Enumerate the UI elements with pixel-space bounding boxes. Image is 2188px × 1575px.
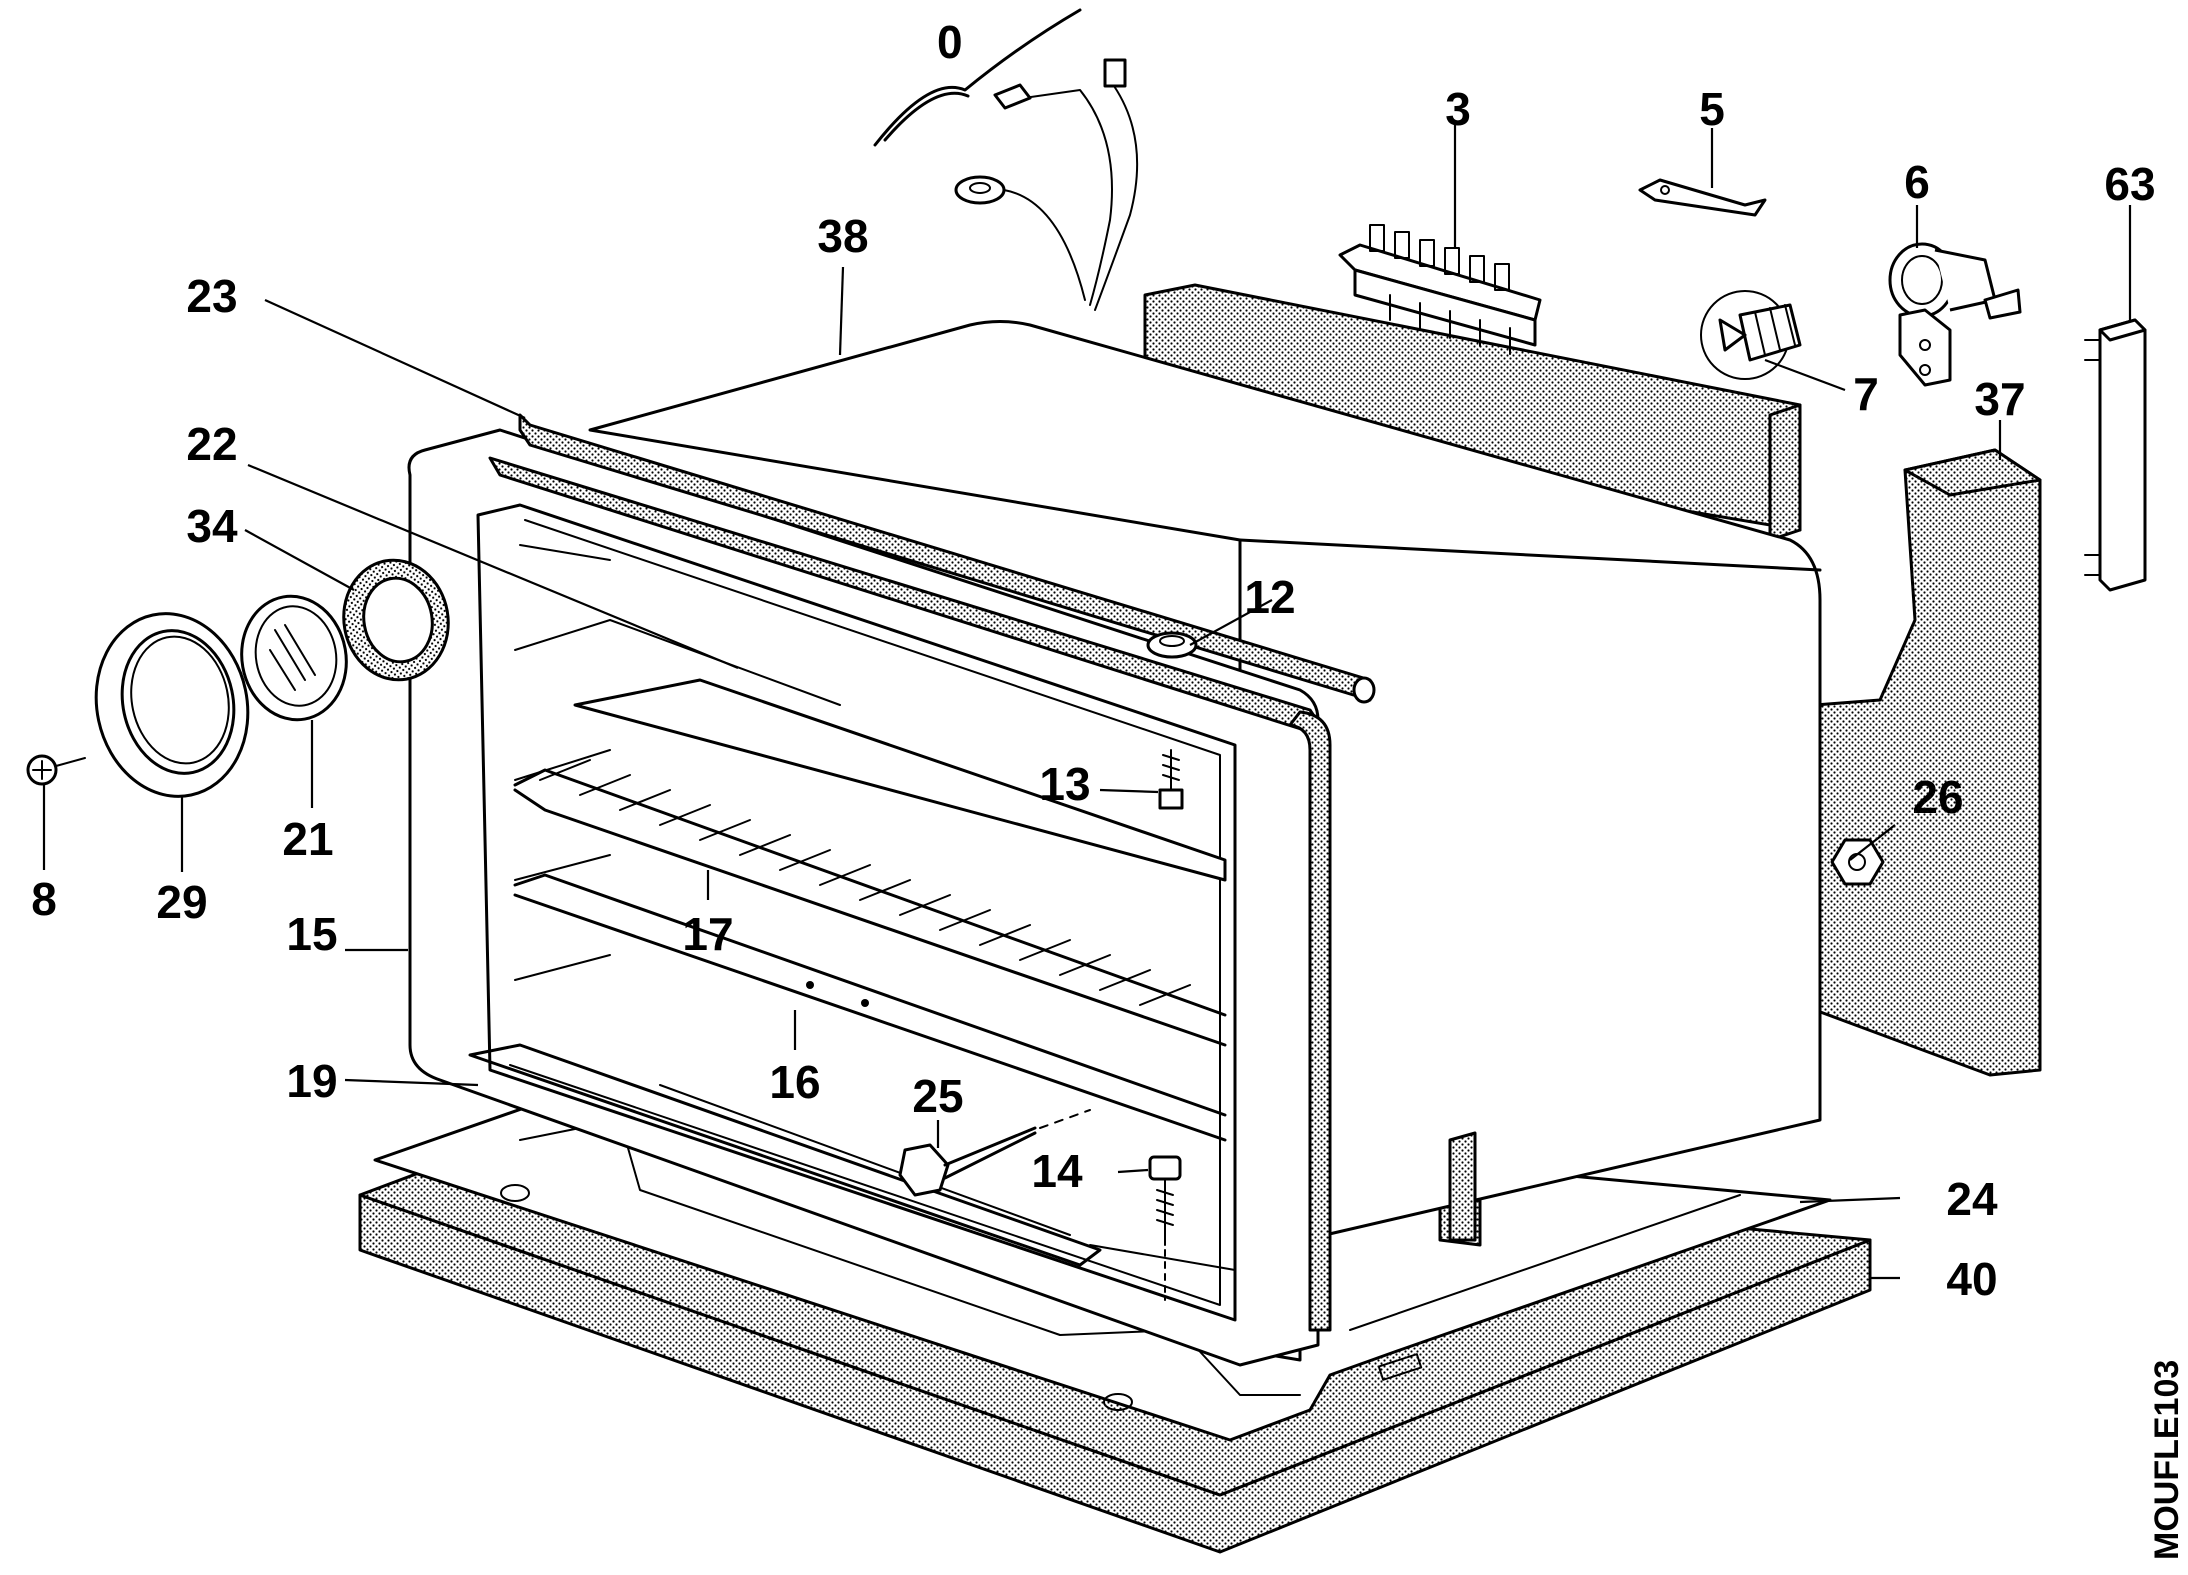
- figure-code: MOUFLE103: [2148, 1360, 2186, 1560]
- callout-5: 5: [1699, 83, 1725, 135]
- callout-23: 23: [186, 270, 237, 322]
- callout-17: 17: [682, 908, 733, 960]
- retaining-clip: [1638, 178, 1767, 217]
- baking-tray: [513, 873, 1227, 1142]
- wire-rack: [513, 759, 1227, 1047]
- nut-part: [1830, 838, 1885, 886]
- bolt-part-upper: [1158, 749, 1184, 810]
- callout-25: 25: [912, 1070, 963, 1122]
- callout-34: 34: [186, 500, 238, 552]
- bolt-part-lower: [1148, 1155, 1182, 1301]
- lamp-bulb: [1700, 290, 1802, 380]
- callout-13: 13: [1039, 758, 1090, 810]
- callout-63: 63: [2104, 158, 2155, 210]
- callout-7: 7: [1853, 368, 1879, 420]
- side-insulation-panel: [1813, 448, 2042, 1077]
- terminal-block: [1338, 224, 1542, 355]
- callout-12: 12: [1244, 571, 1295, 623]
- callout-19: 19: [286, 1055, 337, 1107]
- callout-15: 15: [286, 908, 337, 960]
- callout-26: 26: [1912, 771, 1963, 823]
- door-seal: [488, 413, 1376, 1332]
- callout-21: 21: [282, 813, 333, 865]
- callout-40: 40: [1946, 1253, 1997, 1305]
- callout-16: 16: [769, 1056, 820, 1108]
- bottom-tray: [468, 1043, 1236, 1271]
- callout-37: 37: [1974, 373, 2025, 425]
- lamp-socket: [1888, 242, 2022, 387]
- top-shelf-plate: [573, 678, 1227, 882]
- callout-38: 38: [817, 210, 868, 262]
- wiring-harness: [873, 8, 1139, 311]
- lamp-screw: [26, 754, 86, 786]
- callout-3: 3: [1445, 83, 1471, 135]
- mounting-bracket: [2084, 318, 2147, 592]
- grommet-part: [1146, 631, 1198, 659]
- screw-part: [898, 1109, 1091, 1197]
- lamp-gasket: [342, 558, 450, 682]
- callout-8: 8: [31, 873, 57, 925]
- lamp-glass: [240, 594, 348, 722]
- leader-lines: [42, 125, 2132, 1280]
- callout-22: 22: [186, 418, 237, 470]
- callout-14: 14: [1031, 1145, 1083, 1197]
- lamp-cover-ring: [94, 612, 250, 798]
- callout-6: 6: [1904, 156, 1930, 208]
- callout-0: 0: [937, 16, 963, 68]
- callout-29: 29: [156, 876, 207, 928]
- callout-24: 24: [1946, 1173, 1998, 1225]
- callout-labels: 0 3 5 6 63 38 23 7 37 22 34 12 13 26 21 …: [31, 16, 2155, 1305]
